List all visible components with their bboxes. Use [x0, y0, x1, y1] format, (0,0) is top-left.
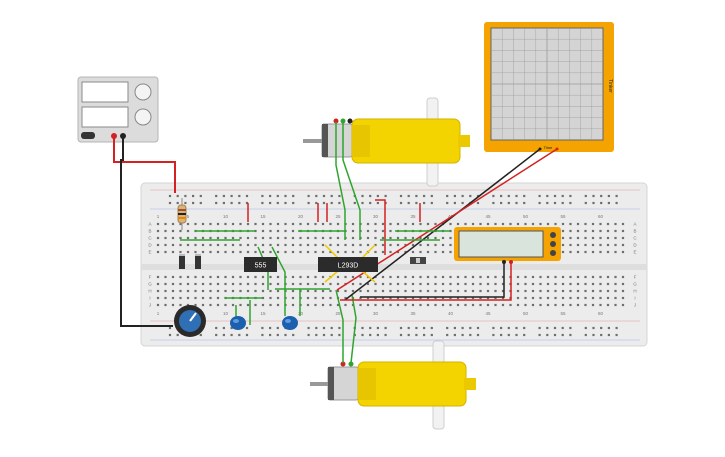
row-letter: D [633, 243, 637, 248]
timer-chip-label: 555 [255, 263, 267, 270]
column-number-top: 10 [223, 214, 229, 219]
row-letter: G [633, 282, 637, 287]
column-number-top: 55 [560, 214, 566, 219]
dc-motor-top[interactable] [303, 97, 470, 187]
row-letter: E [633, 250, 636, 255]
column-number-bottom: 1 [157, 311, 160, 316]
wire-scope-ground [344, 148, 541, 301]
driver-chip-label: L293D [338, 263, 359, 270]
column-number-top: 50 [523, 214, 529, 219]
column-number-top: 30 [373, 214, 379, 219]
column-number-bottom: 35 [410, 311, 416, 316]
row-letter: C [148, 236, 152, 241]
row-letter: D [148, 243, 152, 248]
row-letter: F [634, 275, 637, 280]
column-number-top: 5 [187, 214, 190, 219]
column-number-top: 20 [298, 214, 304, 219]
row-letter: G [148, 282, 152, 287]
wire-supply-negative [120, 136, 173, 327]
wire-supply-positive [113, 136, 176, 193]
l293d-driver-chip[interactable]: L293D [318, 257, 378, 272]
wire-motor-top-b [342, 122, 361, 240]
multimeter[interactable] [454, 227, 561, 264]
oscilloscope-brand: Tinker [607, 79, 613, 93]
column-number-bottom: 60 [598, 311, 604, 316]
wire-motor-bottom-a [335, 289, 344, 363]
diode-right[interactable] [195, 254, 201, 269]
column-number-bottom: 55 [560, 311, 566, 316]
wire-meter-v [340, 262, 512, 301]
column-number-bottom: 30 [373, 311, 379, 316]
row-letter: E [148, 250, 151, 255]
row-letter: B [148, 229, 151, 234]
column-number-top: 25 [335, 214, 341, 219]
row-letter: J [149, 303, 151, 308]
oscilloscope-probe-label: Time [544, 145, 554, 150]
column-number-top: 15 [260, 214, 266, 219]
row-letter: H [633, 289, 636, 294]
row-letter: J [634, 303, 636, 308]
timer-555-chip[interactable]: 555 [244, 257, 277, 272]
capacitor-right[interactable] [282, 316, 298, 330]
row-letter: A [148, 222, 151, 227]
capacitor-left[interactable] [230, 316, 246, 330]
power-supply[interactable] [77, 76, 159, 143]
diode-left[interactable] [179, 254, 185, 269]
row-letter: I [634, 296, 635, 301]
potentiometer[interactable] [174, 305, 206, 337]
column-number-bottom: 10 [223, 311, 229, 316]
column-number-bottom: 40 [448, 311, 454, 316]
dc-motor-bottom[interactable] [310, 340, 476, 430]
resistor[interactable] [177, 198, 187, 230]
oscilloscope[interactable]: Tinker Time [484, 22, 614, 152]
wire-motor-bottom-b [350, 294, 357, 364]
wire-motor-top-a [335, 122, 346, 240]
column-number-top: 1 [157, 214, 160, 219]
row-letter: B [633, 229, 636, 234]
row-letter: A [633, 222, 636, 227]
column-number-bottom: 45 [485, 311, 491, 316]
row-letter: C [633, 236, 637, 241]
row-letter: F [149, 275, 152, 280]
column-number-bottom: 25 [335, 311, 341, 316]
breadboard[interactable]: 151015202530354045505560 151015202530354… [140, 182, 648, 347]
column-number-top: 45 [485, 214, 491, 219]
row-letter: I [149, 296, 150, 301]
column-number-top: 60 [598, 214, 604, 219]
slide-switch[interactable] [410, 257, 426, 264]
wire-meter-com [360, 262, 505, 298]
column-number-bottom: 50 [523, 311, 529, 316]
row-letter: H [148, 289, 151, 294]
column-number-bottom: 15 [260, 311, 266, 316]
column-number-top: 35 [410, 214, 416, 219]
wires[interactable] [113, 122, 558, 364]
oscilloscope-grid [491, 28, 603, 140]
